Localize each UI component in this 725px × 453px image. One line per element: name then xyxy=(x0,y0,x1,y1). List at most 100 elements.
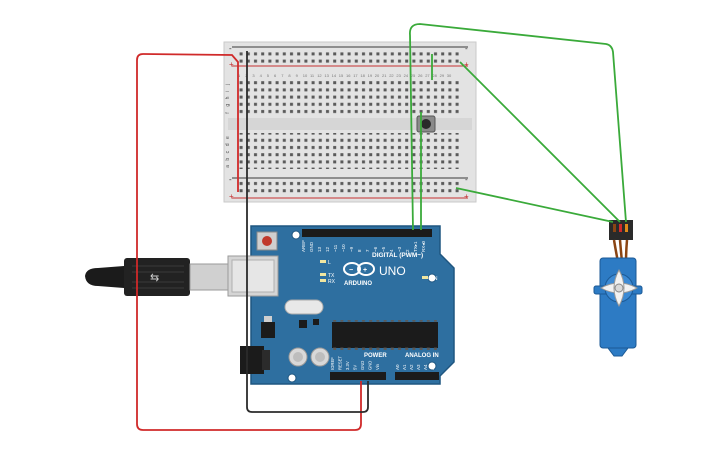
mount-hole-3 xyxy=(427,361,437,371)
pushbutton[interactable] xyxy=(416,115,436,133)
wire-green-signal[interactable] xyxy=(409,23,627,231)
power-pin-label: GND xyxy=(360,361,365,370)
servo-horn[interactable] xyxy=(599,268,639,308)
digital-pin-label: ~5 xyxy=(381,246,386,252)
rail-plus-label-tr: + xyxy=(464,60,469,69)
column-number: 15 xyxy=(339,73,344,78)
column-number: 24 xyxy=(404,73,409,78)
rail-plus-label-tl: + xyxy=(229,60,234,69)
top-rail-holes xyxy=(236,49,460,63)
wire-red-5v[interactable] xyxy=(136,53,362,431)
column-number: 21 xyxy=(382,73,387,78)
power-pin-label: GND xyxy=(368,361,373,370)
rail-plus-label-br: + xyxy=(464,192,469,201)
digital-header xyxy=(302,229,432,237)
wire-green-servo-power[interactable] xyxy=(459,61,621,223)
rail-minus-label-br: - xyxy=(465,175,468,184)
power-pin-label: 5V xyxy=(353,365,358,370)
column-number: 26 xyxy=(418,73,423,78)
crystal-oscillator xyxy=(284,299,324,315)
column-number: 25 xyxy=(411,73,416,78)
digital-pin-label: 13 xyxy=(317,246,322,252)
servo-pin-red xyxy=(619,224,622,232)
usb-b-port[interactable] xyxy=(227,255,279,297)
model-label: UNO xyxy=(379,264,406,278)
led-on xyxy=(422,276,428,279)
servo-foot xyxy=(607,347,629,357)
power-pin-label: IOREF xyxy=(330,357,335,370)
brand-label: ARDUINO xyxy=(344,281,372,287)
servo-motor[interactable] xyxy=(593,220,643,357)
analog-header xyxy=(395,372,439,380)
column-number: 5 xyxy=(267,73,270,78)
digital-pin-label: 2 xyxy=(405,249,410,252)
column-number: 9 xyxy=(296,73,299,78)
digital-pin-label: AREF xyxy=(301,240,306,252)
dc-power-jack[interactable] xyxy=(240,346,270,374)
mount-hole-4 xyxy=(287,373,297,383)
column-number: 19 xyxy=(368,73,373,78)
power-header-label: POWER xyxy=(364,353,387,359)
digital-pin-label: TX▸1 xyxy=(413,241,418,252)
digital-pin-label: ~11 xyxy=(333,244,338,252)
digital-pin-label: RX◂0 xyxy=(421,240,426,252)
rail-minus-label-tl: - xyxy=(229,44,232,53)
column-number: 29 xyxy=(440,73,445,78)
led-l xyxy=(320,260,326,263)
usb-plug-grip xyxy=(132,265,184,289)
led-tx-label: TX xyxy=(328,273,335,279)
bottom-terminal-holes xyxy=(236,133,460,169)
column-number: 12 xyxy=(317,73,322,78)
column-number: 20 xyxy=(375,73,380,78)
top-terminal-holes xyxy=(236,79,460,115)
wire-black-gnd[interactable] xyxy=(246,51,369,413)
power-pin-label: 3.3V xyxy=(345,361,350,370)
led-rx-label: RX xyxy=(328,279,336,285)
analog-pin-label: A1 xyxy=(402,364,407,370)
digital-pin-label: 7 xyxy=(365,249,370,252)
analog-pin-label: A5 xyxy=(430,364,435,370)
digital-pin-label: ~6 xyxy=(373,246,378,252)
mount-hole-1 xyxy=(291,230,301,240)
digital-pin-label: 12 xyxy=(325,246,330,252)
column-number: 4 xyxy=(260,73,263,78)
column-number: 30 xyxy=(447,73,452,78)
column-number: 7 xyxy=(281,73,284,78)
pushbutton-cap xyxy=(421,119,431,129)
wire-green-servo-ground[interactable] xyxy=(455,187,614,223)
column-number: 16 xyxy=(346,73,351,78)
column-number: 28 xyxy=(432,73,437,78)
row-letter: b xyxy=(225,158,231,161)
column-number: 27 xyxy=(425,73,430,78)
rail-minus-label-bl: - xyxy=(229,175,232,184)
digital-header-label: DIGITAL (PWM~) xyxy=(372,252,423,259)
analog-pin-label: A2 xyxy=(409,364,414,370)
bottom-rail-holes xyxy=(236,181,460,195)
capacitor-1-top xyxy=(293,352,303,362)
row-letter: c xyxy=(225,150,231,153)
small-ic-2 xyxy=(313,319,319,325)
column-number: 18 xyxy=(360,73,365,78)
column-number: 8 xyxy=(288,73,291,78)
column-number: 1 xyxy=(238,73,241,78)
digital-pin-label: 8 xyxy=(357,249,362,252)
row-letter: a xyxy=(225,165,231,168)
analog-pin-label: A3 xyxy=(416,364,421,370)
row-letter: i xyxy=(225,91,231,92)
reset-button[interactable] xyxy=(256,231,278,251)
voltage-regulator xyxy=(261,316,275,338)
servo-pin-brown xyxy=(613,224,616,232)
small-ic-1 xyxy=(299,320,307,328)
usb-plug-metal xyxy=(189,263,229,291)
column-number: 23 xyxy=(396,73,401,78)
digital-pin-label: ~3 xyxy=(397,246,402,252)
usb-symbol-icon: ⇆ xyxy=(150,272,159,284)
column-number: 14 xyxy=(332,73,337,78)
rail-plus-label-bl: + xyxy=(229,192,234,201)
usb-cable[interactable]: ⇆ xyxy=(85,258,229,296)
row-letter: e xyxy=(225,136,231,139)
led-l-label: L xyxy=(328,260,331,266)
